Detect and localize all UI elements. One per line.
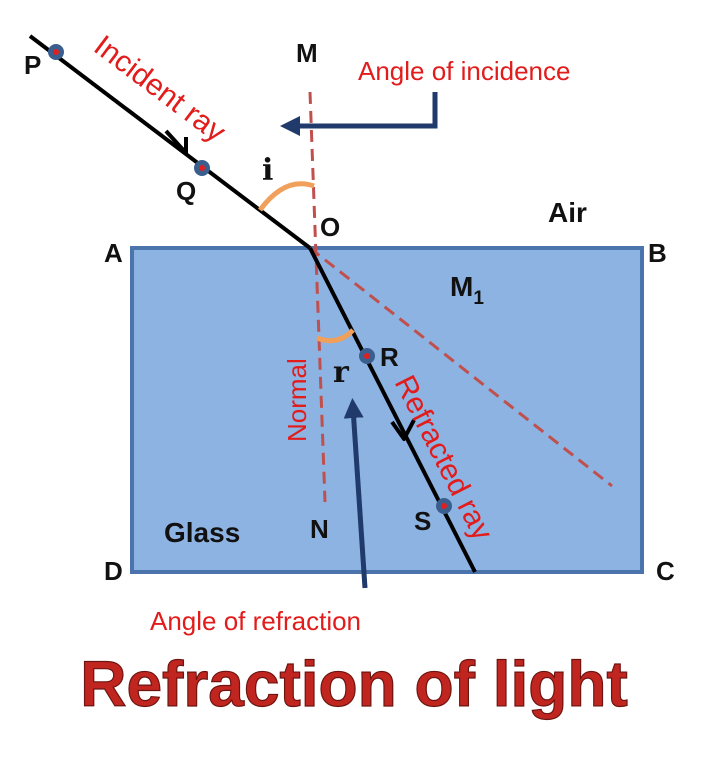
medium-glass-label: Glass (164, 517, 240, 548)
incident-ray-line (28, 34, 312, 250)
point-label-n: N (310, 514, 329, 544)
undeviated-path-line (309, 246, 613, 488)
point-label-s: S (414, 506, 431, 536)
point-label-b: B (648, 238, 667, 268)
angle-of-incidence-pointer (280, 92, 438, 136)
angle-i-arc (257, 181, 315, 212)
angle-of-refraction-pointer (343, 398, 368, 589)
point-s-marker (436, 498, 452, 514)
point-label-o: O (320, 212, 340, 242)
point-label-c: C (656, 556, 675, 586)
page-title: Refraction of light (80, 648, 628, 720)
refracted-ray-line (308, 247, 477, 573)
angle-of-refraction-label: Angle of refraction (150, 606, 361, 636)
point-q-marker (194, 160, 210, 176)
angle-r-arc (316, 328, 355, 344)
point-label-r: R (380, 342, 399, 372)
point-r-marker (359, 348, 375, 364)
refracted-ray-arrowhead (390, 419, 416, 441)
angle-r-label: r (333, 355, 350, 390)
point-label-p: P (24, 50, 41, 80)
glass-block (130, 246, 644, 574)
point-label-q: Q (176, 176, 196, 206)
angle-of-incidence-label: Angle of incidence (358, 56, 570, 86)
angle-i-label: i (262, 153, 273, 188)
normal-label: Normal (282, 358, 312, 442)
point-label-a: A (104, 238, 123, 268)
medium-m1-base: M (450, 271, 473, 302)
point-label-d: D (104, 556, 123, 586)
incident-ray-arrowhead (164, 129, 188, 155)
point-p-marker (48, 44, 64, 60)
normal-line (308, 91, 327, 503)
incident-ray-label: Incident ray (88, 29, 232, 149)
medium-m1-subscript: 1 (473, 288, 484, 309)
medium-air-label: Air (548, 197, 587, 228)
medium-m1-label: M1 (450, 271, 484, 309)
point-label-m: M (296, 38, 318, 68)
